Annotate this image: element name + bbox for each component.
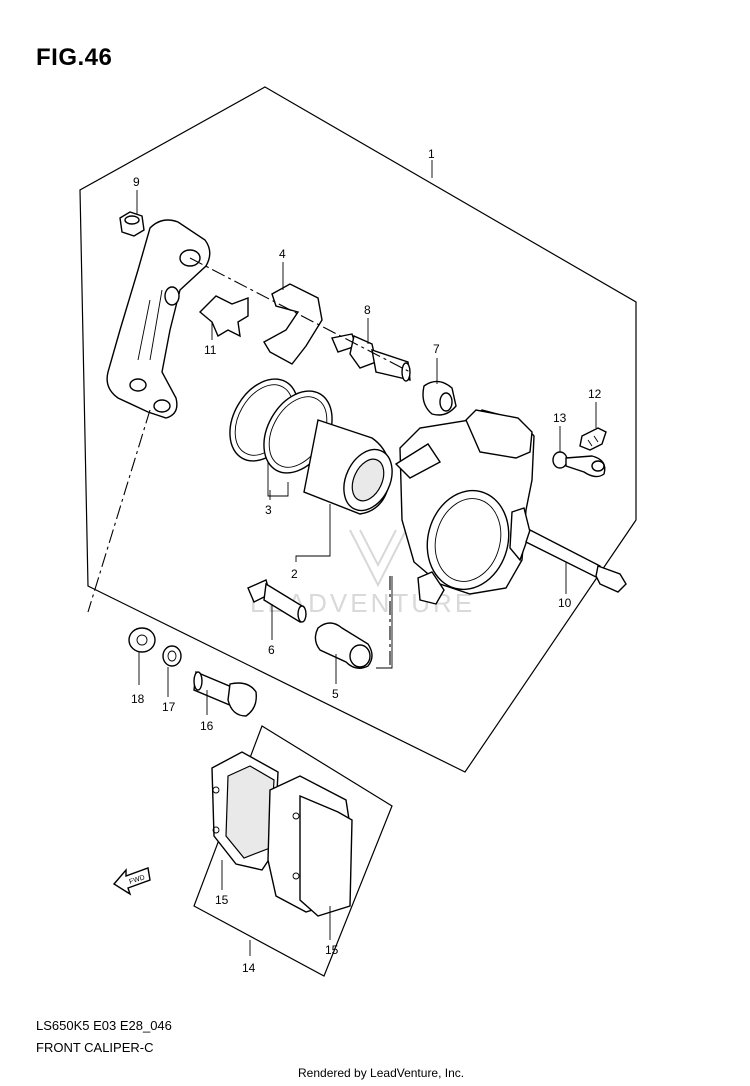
part-labels: 1 2 3 4 5 6 7 8 9 10 11 12 13 14 15 15 1… [131,147,602,975]
diagram-name: FRONT CALIPER-C [36,1040,154,1055]
label-part-1: 1 [428,147,435,161]
label-part-9: 9 [133,175,140,189]
cap-13 [552,451,606,478]
label-part-16: 16 [200,719,214,733]
label-part-7: 7 [433,342,440,356]
pin-8 [331,333,411,382]
label-part-3: 3 [265,503,272,517]
washer-17 [162,645,182,667]
figure-title: FIG.46 [36,44,113,71]
label-part-15-left: 15 [215,893,229,907]
label-part-12: 12 [588,387,602,401]
label-part-11: 11 [204,343,217,357]
label-part-5: 5 [332,687,339,701]
label-part-13: 13 [553,411,567,425]
spring-11 [198,295,249,338]
alignment-line-upper [189,257,411,373]
caliper-body [394,409,535,605]
piston-2 [303,419,393,515]
alignment-line-left [87,409,151,613]
fwd-arrow-icon: FWD [112,867,151,896]
label-part-4: 4 [279,247,286,261]
render-credit: Rendered by LeadVenture, Inc. [298,1066,465,1080]
label-part-6: 6 [268,643,275,657]
leader-lines [136,160,597,956]
label-part-18: 18 [131,692,145,706]
caliper-assembly-outline [79,86,637,773]
pin-10 [525,529,627,593]
label-part-15-right: 15 [325,943,339,957]
bleeder-valve-12 [579,427,607,451]
boot-5 [314,622,373,669]
label-part-8: 8 [364,303,371,317]
bolt-16 [193,670,257,717]
bolt-9 [119,211,145,237]
pad-15-left [211,751,279,871]
label-part-10: 10 [558,596,572,610]
caliper-bracket [106,219,211,419]
label-part-2: 2 [291,567,298,581]
washer-18 [128,627,156,653]
boot-7 [422,380,457,416]
pin-6 [247,579,307,624]
label-part-14: 14 [242,961,256,975]
seal-set-3 [229,378,333,474]
fwd-label: FWD [128,874,145,886]
pad-spring-4 [263,283,323,365]
pad-set-outline [193,725,393,977]
pad-15-right [267,775,353,917]
model-code: LS650K5 E03 E28_046 [36,1018,172,1033]
label-part-17: 17 [162,700,176,714]
